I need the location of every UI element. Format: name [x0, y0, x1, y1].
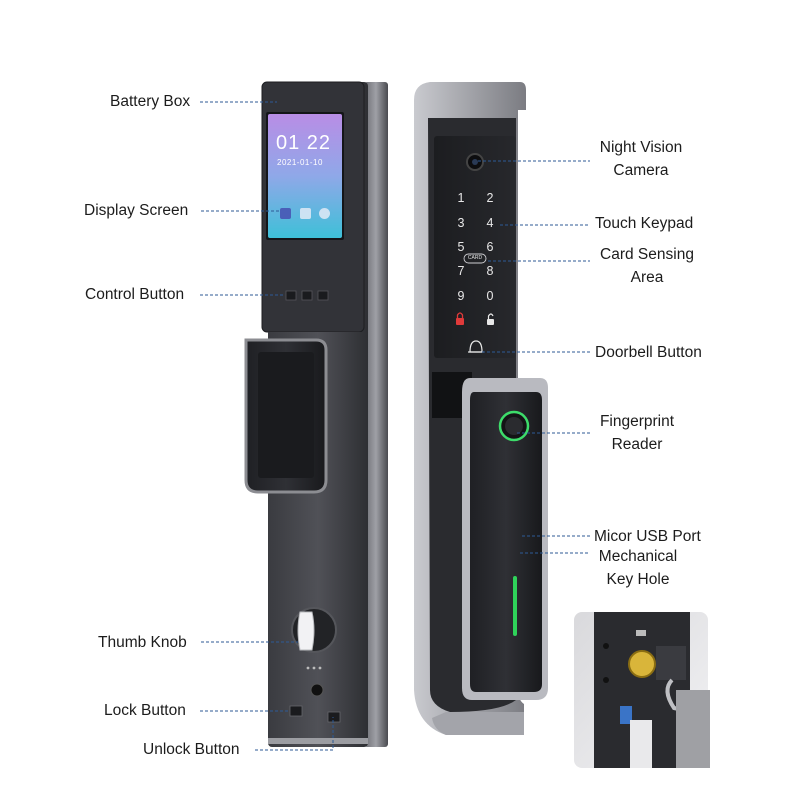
label-battery-box: Battery Box: [110, 93, 191, 110]
screen-time: 01 22: [276, 132, 332, 154]
label-night-vision-line1: Night Vision: [599, 139, 683, 156]
leader-lines: [200, 101, 590, 751]
label-control-button: Control Button: [85, 286, 185, 303]
key-0[interactable]: 0: [486, 289, 494, 303]
label-mechanical-key-hole: Mechanical Key Hole: [588, 545, 688, 591]
label-keyhole-line1: Mechanical: [598, 548, 678, 565]
key-8[interactable]: 8: [486, 264, 494, 278]
label-night-vision-camera: Night Vision Camera: [588, 136, 694, 182]
label-unlock-button: Unlock Button: [143, 741, 240, 758]
key-3[interactable]: 3: [457, 216, 465, 230]
label-card-area-line1: Card Sensing: [600, 246, 694, 263]
key-2[interactable]: 2: [486, 191, 494, 205]
label-thumb-knob: Thumb Knob: [98, 634, 187, 651]
inner-unit: [244, 81, 388, 747]
label-night-vision-line2: Camera: [613, 162, 669, 179]
key-1[interactable]: 1: [457, 191, 465, 205]
label-card-area-line2: Area: [630, 269, 664, 286]
label-keyhole-line2: Key Hole: [606, 571, 670, 588]
label-doorbell-button: Doorbell Button: [595, 344, 702, 361]
label-fingerprint-line2: Reader: [611, 436, 663, 453]
label-fingerprint-reader: Fingerprint Reader: [586, 410, 688, 456]
card-sensing-badge-text: CARD: [467, 255, 483, 261]
label-lock-button: Lock Button: [104, 702, 186, 719]
outer-unit: [414, 82, 548, 735]
key-5[interactable]: 5: [457, 240, 465, 254]
screen-date: 2021-01-10: [277, 158, 323, 167]
label-card-sensing-area: Card Sensing Area: [590, 243, 704, 289]
key-9[interactable]: 9: [457, 289, 465, 303]
keyhole-inset: [574, 612, 710, 768]
key-7[interactable]: 7: [457, 264, 465, 278]
key-6[interactable]: 6: [486, 240, 494, 254]
label-fingerprint-line1: Fingerprint: [599, 413, 675, 430]
label-usb-port: Micor USB Port: [594, 528, 701, 545]
label-display-screen: Display Screen: [84, 202, 189, 219]
key-4[interactable]: 4: [486, 216, 494, 230]
label-touch-keypad: Touch Keypad: [595, 215, 694, 232]
